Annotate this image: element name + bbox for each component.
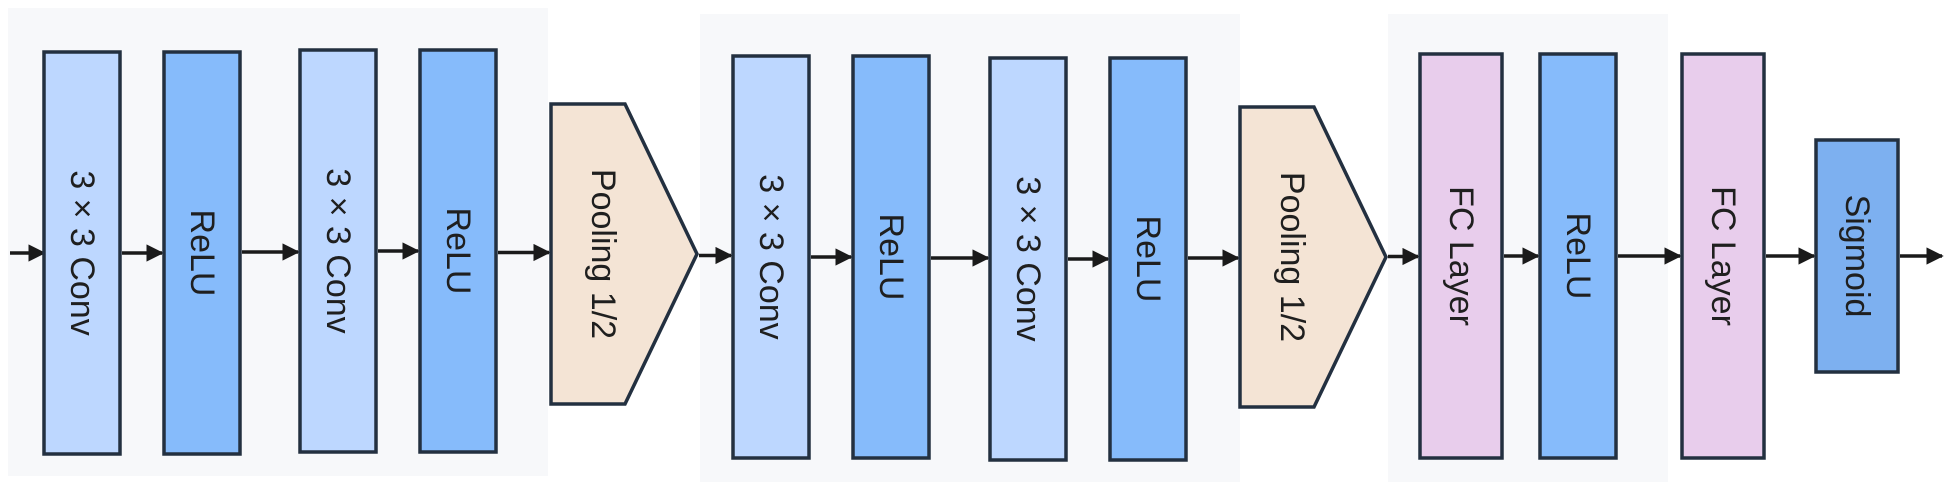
pool-1-node: Pooling 1/2: [549, 102, 699, 406]
fc-1-node: FC Layer: [1418, 52, 1504, 460]
pool-1-shape: [549, 102, 699, 406]
relu-5-node: ReLU: [1538, 52, 1618, 460]
conv-1-label: 3 × 3 Conv: [63, 170, 101, 335]
fc-2-node: FC Layer: [1680, 52, 1766, 460]
conv-4-label: 3 × 3 Conv: [1009, 176, 1047, 341]
conv-3-node: 3 × 3 Conv: [731, 54, 811, 460]
relu-3-node: ReLU: [851, 54, 931, 460]
conv-2-shape: [298, 48, 378, 454]
relu-3-shape: [851, 54, 931, 460]
conv-3-label: 3 × 3 Conv: [752, 174, 790, 339]
relu-1-label: ReLU: [183, 210, 221, 297]
pool-2-label: Pooling 1/2: [1273, 172, 1311, 342]
fc-2-label: FC Layer: [1704, 186, 1742, 326]
relu-1-node: ReLU: [162, 50, 242, 456]
sigmoid-label: Sigmoid: [1838, 195, 1876, 318]
pool-2-node: Pooling 1/2: [1238, 105, 1388, 409]
fc-1-label: FC Layer: [1442, 186, 1480, 326]
conv-1-node: 3 × 3 Conv: [42, 50, 122, 456]
conv-2-label: 3 × 3 Conv: [319, 168, 357, 333]
sigmoid-shape: [1814, 138, 1900, 374]
layer-nodes: 3 × 3 Conv ReLU 3 × 3 Conv ReLU Pooling 1/2 3…: [42, 48, 1900, 462]
conv-1-shape: [42, 50, 122, 456]
relu-2-shape: [418, 48, 498, 454]
relu-5-shape: [1538, 52, 1618, 460]
conv-3-shape: [731, 54, 811, 460]
conv-4-shape: [988, 56, 1068, 462]
connection-arrows: [10, 242, 1944, 268]
conv-4-node: 3 × 3 Conv: [988, 56, 1068, 462]
pool-2-shape: [1238, 105, 1388, 409]
sigmoid-node: Sigmoid: [1814, 138, 1900, 374]
fc-1-shape: [1418, 52, 1504, 460]
relu-4-label: ReLU: [1129, 216, 1167, 303]
relu-2-label: ReLU: [439, 208, 477, 295]
relu-2-node: ReLU: [418, 48, 498, 454]
relu-3-label: ReLU: [872, 214, 910, 301]
relu-5-label: ReLU: [1559, 213, 1597, 300]
conv-2-node: 3 × 3 Conv: [298, 48, 378, 454]
relu-1-shape: [162, 50, 242, 456]
relu-4-node: ReLU: [1108, 56, 1188, 462]
pool-1-label: Pooling 1/2: [584, 169, 622, 339]
relu-4-shape: [1108, 56, 1188, 462]
fc-2-shape: [1680, 52, 1766, 460]
